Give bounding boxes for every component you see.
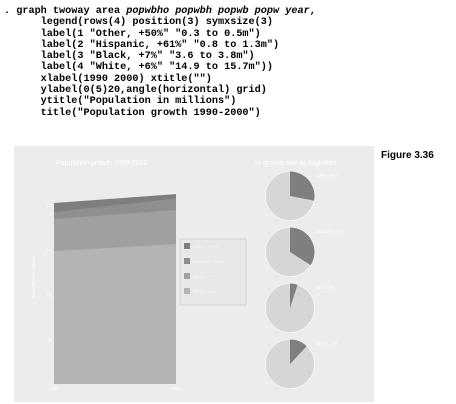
pie-label: Black 5% [316, 285, 335, 290]
area-chart-title: Population growth 1990-2000 [56, 160, 148, 167]
pie-charts: Other 28% Hispanic 34% Black 5% White 12% [265, 171, 344, 389]
y-tick-label: 10 [46, 292, 52, 297]
pie-slice [290, 339, 307, 364]
pie-slice [290, 227, 315, 266]
y-tick-label: 5 [49, 337, 52, 342]
pie-panel-title: % growth due to migration [255, 160, 336, 167]
legend-swatch [184, 288, 190, 294]
code-line: label(4 "White, +6%" "14.9 to 15.7m")) [4, 62, 316, 73]
pie-slice [290, 283, 298, 308]
legend-swatch [184, 273, 190, 279]
pie-label: Hispanic 34% [316, 229, 344, 234]
figure-panel: Population growth 1990-2000 % growth due… [14, 146, 374, 402]
legend-label: Other, +50% [193, 244, 218, 249]
y-tick-label: 0 [49, 382, 52, 387]
code-line: label(3 "Black, +7%" "3.6 to 3.8m") [4, 51, 316, 62]
code-text: label(4 "White, +6%" "14.9 to 15.7m")) [4, 62, 273, 74]
code-text: label(3 "Black, +7%" "3.6 to 3.8m") [4, 51, 255, 63]
pie-slice [290, 171, 315, 201]
code-line: label(2 "Hispanic, +61%" "0.8 to 1.3m") [4, 40, 316, 51]
code-text: ytitle("Population in millions") [4, 96, 237, 108]
stata-command: . graph twoway area popwbho popwbh popwb… [4, 6, 316, 119]
code-variable-list: popwbho popwbh popwb popw year [126, 6, 310, 17]
code-text: title("Population growth 1990-2000") [4, 107, 261, 119]
code-text: label(2 "Hispanic, +61%" "0.8 to 1.3m") [4, 39, 280, 51]
code-line: ylabel(0(5)20,angle(horizontal) grid) [4, 85, 316, 96]
code-text: , [309, 6, 316, 17]
x-tick-label: 1990 [49, 386, 60, 391]
area-series-3 [54, 244, 176, 384]
area-chart: 0 5 10 15 20 1990 2000 Population in millions [31, 194, 182, 391]
area-chart-legend: Other, +50% Hispanic, +61% Black, +7% White… [179, 238, 247, 306]
legend-label: Hispanic, +61% [193, 259, 224, 264]
code-line: title("Population growth 1990-2000") [4, 108, 316, 119]
y-axis-title: Population in millions [31, 255, 36, 298]
pie-label: Other 28% [316, 173, 338, 178]
legend-swatch [184, 258, 190, 264]
code-text: label(1 "Other, +50%" "0.3 to 0.5m") [4, 28, 261, 40]
code-line: legend(rows(4) position(3) symxsize(3) [4, 17, 316, 28]
legend-box [179, 238, 247, 306]
code-text: ylabel(0(5)20,angle(horizontal) grid) [4, 85, 267, 97]
x-tick-label: 2000 [171, 386, 182, 391]
code-text: xlabel(1990 2000) xtitle("") [4, 73, 212, 85]
figure-svg: Population growth 1990-2000 % growth due… [31, 160, 344, 391]
code-line: label(1 "Other, +50%" "0.3 to 0.5m") [4, 29, 316, 40]
figure-label: Figure 3.36 [381, 150, 434, 161]
code-text: . graph twoway area [4, 6, 127, 17]
y-tick-label: 15 [46, 248, 52, 253]
code-text: legend(rows(4) position(3) symxsize(3) [4, 17, 273, 29]
code-line: . graph twoway area popwbho popwbh popwb… [4, 6, 316, 17]
legend-swatch [184, 243, 190, 249]
code-line: ytitle("Population in millions") [4, 96, 316, 107]
legend-label: Black, +7% [193, 274, 216, 279]
legend-label: White, +6% [193, 289, 216, 294]
y-tick-label: 20 [46, 203, 52, 208]
code-line: xlabel(1990 2000) xtitle("") [4, 74, 316, 85]
pie-label: White 12% [316, 341, 338, 346]
